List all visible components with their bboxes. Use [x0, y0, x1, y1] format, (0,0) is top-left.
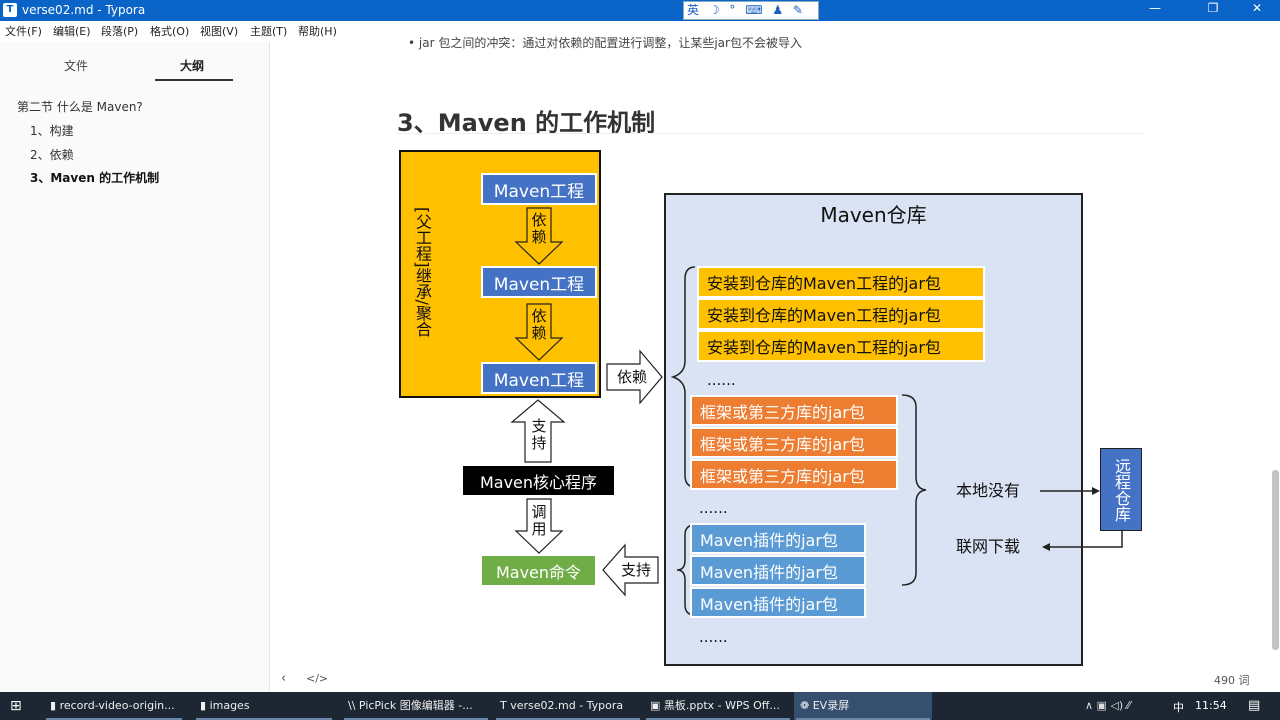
maven-project-box: Maven工程: [481, 173, 597, 205]
ellipsis: ......: [707, 371, 736, 389]
maven-project-box: Maven工程: [481, 266, 597, 298]
support-up-arrow-icon: [510, 399, 566, 463]
support-left-arrow-icon: [602, 543, 659, 597]
arrow-line: [1048, 531, 1123, 548]
depend-label: 依赖: [616, 368, 647, 386]
tray-icons[interactable]: ∧ ▣ ◁) ⁄⁄: [1085, 699, 1131, 712]
installed-jar-box: 安装到仓库的Maven工程的jar包: [697, 266, 985, 298]
parent-inherit-label: [父工程]继承/聚合: [413, 207, 432, 337]
maven-core-box: Maven核心程序: [463, 466, 614, 495]
menu-bar: 文件(F) 编辑(E) 段落(P) 格式(O) 视图(V) 主题(T) 帮助(H…: [0, 21, 360, 42]
bullet-item: • jar 包之间的冲突：通过对依赖的配置进行调整，让某些jar包不会被导入: [408, 36, 802, 50]
outline-item-active[interactable]: 3、Maven 的工作机制: [30, 171, 160, 185]
sidebar: 文件 大纲 第二节 什么是 Maven? 1、构建 2、依赖 3、Maven 的…: [0, 42, 270, 692]
menu-paragraph[interactable]: 段落(P): [101, 21, 139, 42]
taskbar-item[interactable]: T verse02.md - Typora: [494, 692, 642, 720]
installed-jar-box: 安装到仓库的Maven工程的jar包: [697, 298, 985, 330]
plugin-jar-box: Maven插件的jar包: [690, 523, 866, 554]
ime-language[interactable]: 英: [687, 3, 703, 17]
menu-view[interactable]: 视图(V): [200, 21, 239, 42]
depend-arrow-icon: [514, 303, 564, 361]
menu-help[interactable]: 帮助(H): [298, 21, 337, 42]
download-label: 联网下载: [956, 537, 1021, 556]
ime-indicator[interactable]: 中: [1173, 701, 1184, 714]
arrowheads: [1042, 487, 1100, 551]
outline-item[interactable]: 第二节 什么是 Maven?: [17, 100, 143, 114]
invoke-down-arrow-icon: [514, 498, 564, 554]
windows-start-icon[interactable]: ⊞: [10, 698, 22, 714]
diagram-shapes: [399, 150, 1123, 666]
ime-toolbar[interactable]: 英 ☽ ° ⌨ ♟ ✎: [683, 1, 819, 20]
heading-divider: [397, 133, 1145, 134]
close-button[interactable]: ✕: [1251, 1, 1263, 15]
tab-files[interactable]: 文件: [64, 59, 89, 73]
installed-jar-box: 安装到仓库的Maven工程的jar包: [697, 330, 985, 362]
invoke-label: 调用: [531, 503, 547, 538]
plugin-jar-box: Maven插件的jar包: [690, 555, 866, 586]
bullet-text: jar 包之间的冲突：通过对依赖的配置进行调整，让某些jar包不会被导入: [418, 36, 802, 50]
typora-app-icon: T: [3, 3, 17, 17]
maven-command-box: Maven命令: [480, 554, 597, 587]
not-local-label: 本地没有: [956, 481, 1021, 500]
menu-theme[interactable]: 主题(T): [250, 21, 288, 42]
page-heading: 3、Maven 的工作机制: [397, 109, 656, 137]
outline-item[interactable]: 2、依赖: [30, 148, 74, 162]
taskbar-item[interactable]: ▣ 黑板.pptx - WPS Off...: [644, 692, 792, 720]
word-count[interactable]: 490 词: [1214, 674, 1250, 687]
support-label: 支持: [620, 561, 651, 579]
minimize-button[interactable]: —: [1149, 1, 1161, 15]
framework-jar-box: 框架或第三方库的jar包: [690, 395, 898, 426]
maven-mechanism-diagram: [父工程]继承/聚合 Maven工程 Maven工程 Maven工程 依赖 依赖…: [399, 150, 1142, 666]
outline-item[interactable]: 1、构建: [30, 124, 74, 138]
toggle-sidebar-icon[interactable]: ‹: [281, 671, 287, 686]
framework-jar-box: 框架或第三方库的jar包: [690, 427, 898, 458]
taskbar: ⊞ ▮ record-video-origin... ▮ images \\ P…: [0, 692, 1280, 720]
taskbar-item[interactable]: ▮ record-video-origin...: [44, 692, 184, 720]
repo-title: Maven仓库: [820, 203, 927, 227]
menu-edit[interactable]: 编辑(E): [53, 21, 91, 42]
menu-file[interactable]: 文件(F): [5, 21, 42, 42]
maven-project-box: Maven工程: [481, 362, 597, 394]
depend-label: 依赖: [531, 307, 547, 342]
depend-label: 依赖: [531, 211, 547, 246]
active-tab-indicator: [155, 79, 233, 81]
right-brace: [901, 394, 927, 586]
taskbar-item-active[interactable]: ❁ EV录屏: [794, 692, 932, 720]
framework-jar-box: 框架或第三方库的jar包: [690, 459, 898, 490]
menu-format[interactable]: 格式(O): [150, 21, 190, 42]
depend-arrow-icon: [514, 207, 564, 265]
ellipsis: ......: [699, 628, 728, 646]
taskbar-item[interactable]: \\ PicPick 图像编辑器 -...: [342, 692, 490, 720]
source-code-mode-icon[interactable]: </>: [306, 672, 329, 685]
title-bar: T verse02.md - Typora 英 ☽ ° ⌨ ♟ ✎ — ❐ ✕: [0, 0, 1280, 21]
left-brace: [670, 266, 696, 488]
depend-right-arrow-icon: [606, 349, 663, 405]
left-brace: [676, 524, 696, 616]
maximize-button[interactable]: ❐: [1207, 1, 1219, 15]
remote-repo-box: 远程仓库: [1100, 448, 1142, 531]
taskbar-item[interactable]: ▮ images: [194, 692, 334, 720]
ellipsis: ......: [699, 499, 728, 517]
window-title: verse02.md - Typora: [22, 3, 146, 17]
scrollbar-thumb[interactable]: [1272, 470, 1279, 650]
support-label: 支持: [531, 417, 547, 452]
notification-icon[interactable]: ▤: [1248, 698, 1261, 713]
plugin-jar-box: Maven插件的jar包: [690, 587, 866, 618]
tab-outline[interactable]: 大纲: [180, 59, 205, 73]
clock[interactable]: 11:54: [1195, 699, 1227, 712]
